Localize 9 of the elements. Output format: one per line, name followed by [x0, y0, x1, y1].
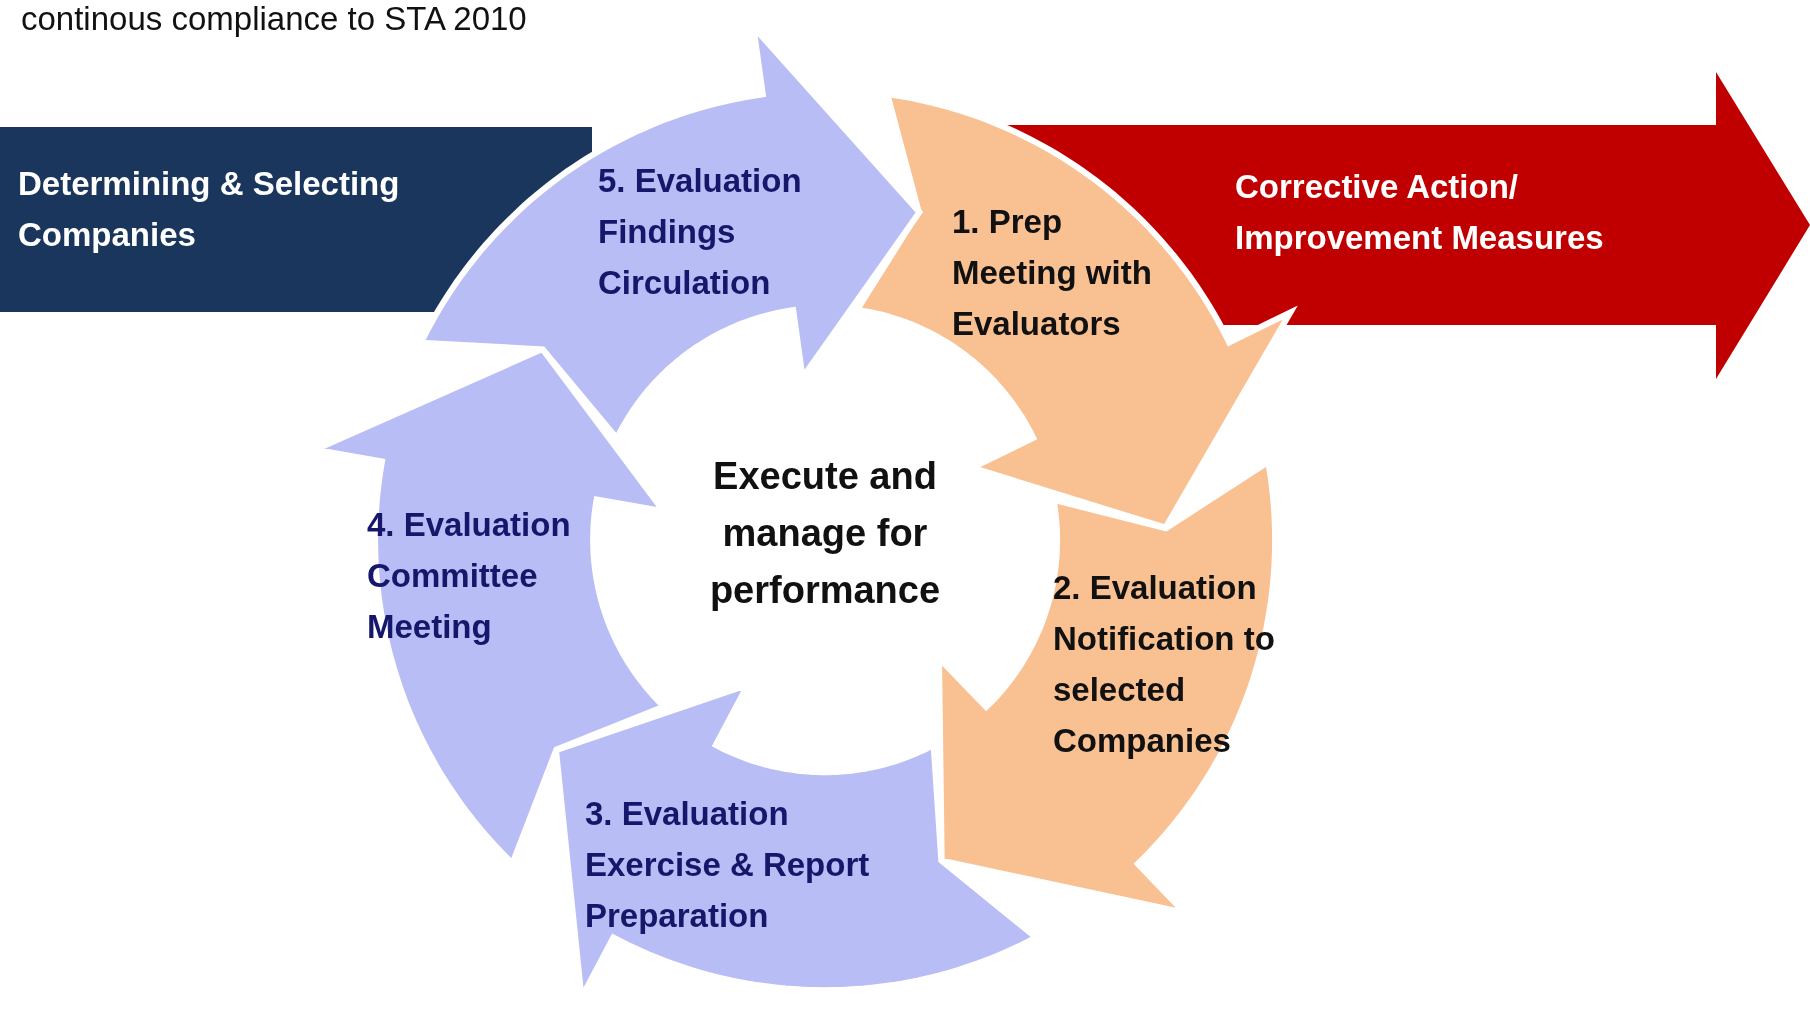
- step-label: 5. Evaluation Findings Circulation: [598, 161, 803, 303]
- center-label: Execute and manage for performance: [708, 454, 942, 613]
- step-label: 1. Prep Meeting with Evaluators: [952, 202, 1153, 344]
- step-label: 4. Evaluation Committee Meeting: [367, 505, 572, 647]
- title: continous compliance to STA 2010: [21, 0, 527, 38]
- step-label: Corrective Action/ Improvement Measures: [1235, 167, 1605, 258]
- step-label: 3. Evaluation Exercise & Report Preparation: [585, 794, 871, 936]
- step-label: 2. Evaluation Notification to selected Companies: [1053, 568, 1276, 761]
- step-label: Determining & Selecting Companies: [18, 164, 401, 255]
